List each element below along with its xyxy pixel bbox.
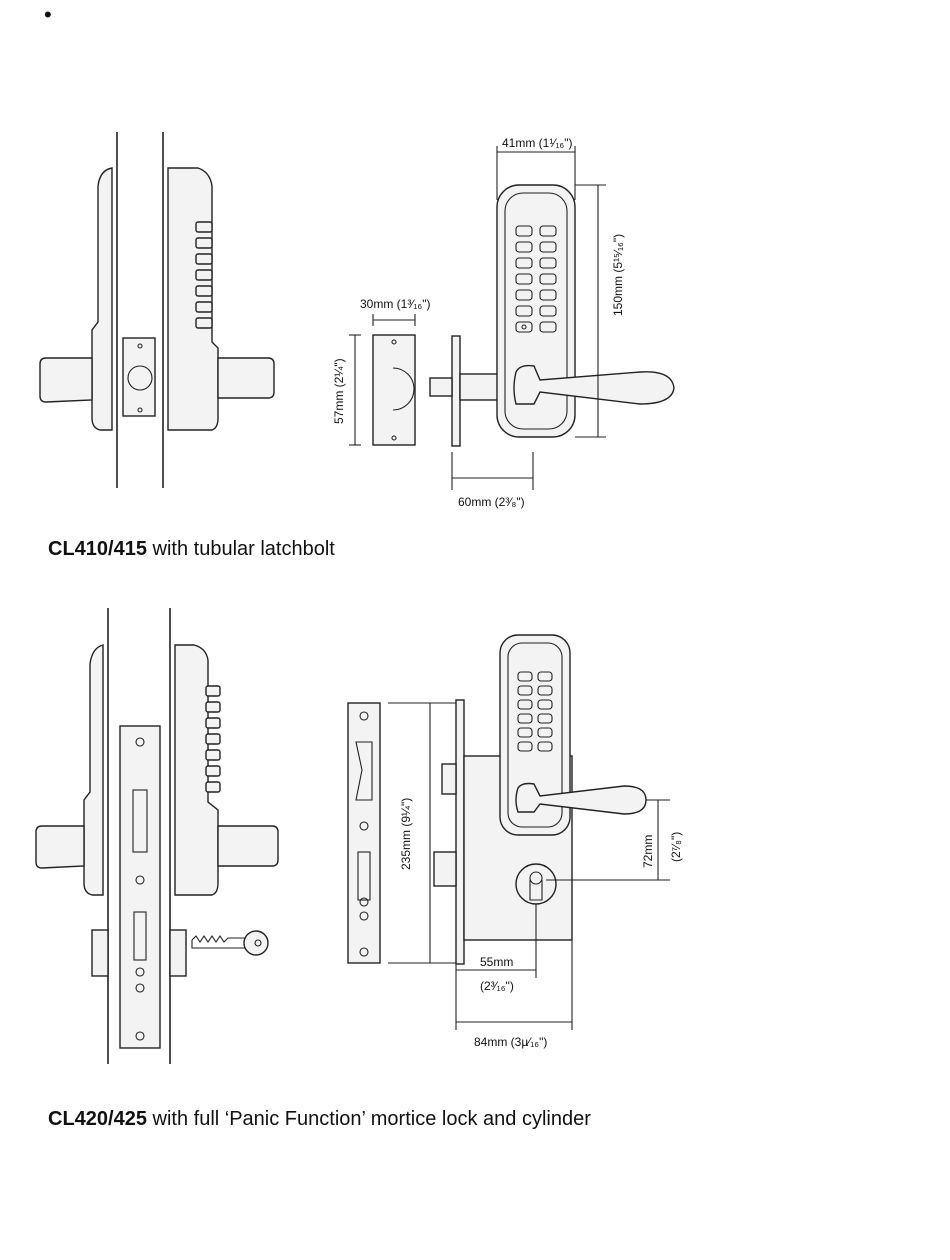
dim-72mm-imperial: (2⁷⁄₈"): [669, 832, 683, 862]
dim-57mm: 57mm (2¼"): [332, 358, 346, 424]
dim-72mm: 72mm: [641, 835, 655, 868]
dim-55mm: 55mm: [480, 955, 513, 969]
caption-cl420-model: CL420/425: [48, 1108, 147, 1130]
cl410-side-view: [40, 132, 274, 488]
dim-235mm: 235mm (9¼"): [399, 798, 413, 870]
dim-150mm: 150mm (5¹⁵⁄₁₆"): [611, 234, 625, 316]
cl410-latch-faceplate: [349, 314, 415, 445]
dim-41mm: 41mm (1¹⁄₁₆"): [502, 136, 573, 150]
key-icon: [192, 931, 268, 955]
cl410-latchbolt-side: [430, 336, 504, 446]
dim-60mm: 60mm (2³⁄₈"): [458, 495, 525, 509]
caption-cl410: CL410/415 with tubular latchbolt: [48, 538, 335, 561]
caption-cl410-text: with tubular latchbolt: [147, 538, 335, 560]
cl420-front-view: [388, 635, 670, 1030]
dim-30mm: 30mm (1³⁄₁₆"): [360, 297, 431, 311]
cl410-front-view: [452, 146, 674, 490]
dim-55mm-imperial: (2³⁄₁₆"): [480, 979, 514, 993]
dim-84mm: 84mm (3µ⁄₁₆"): [474, 1035, 547, 1049]
cl420-side-view: [36, 608, 278, 1064]
cl420-mortice-faceplate: [348, 703, 380, 963]
caption-cl420: CL420/425 with full ‘Panic Function’ mor…: [48, 1108, 591, 1131]
caption-cl410-model: CL410/415: [48, 538, 147, 560]
caption-cl420-text: with full ‘Panic Function’ mortice lock …: [147, 1108, 591, 1130]
